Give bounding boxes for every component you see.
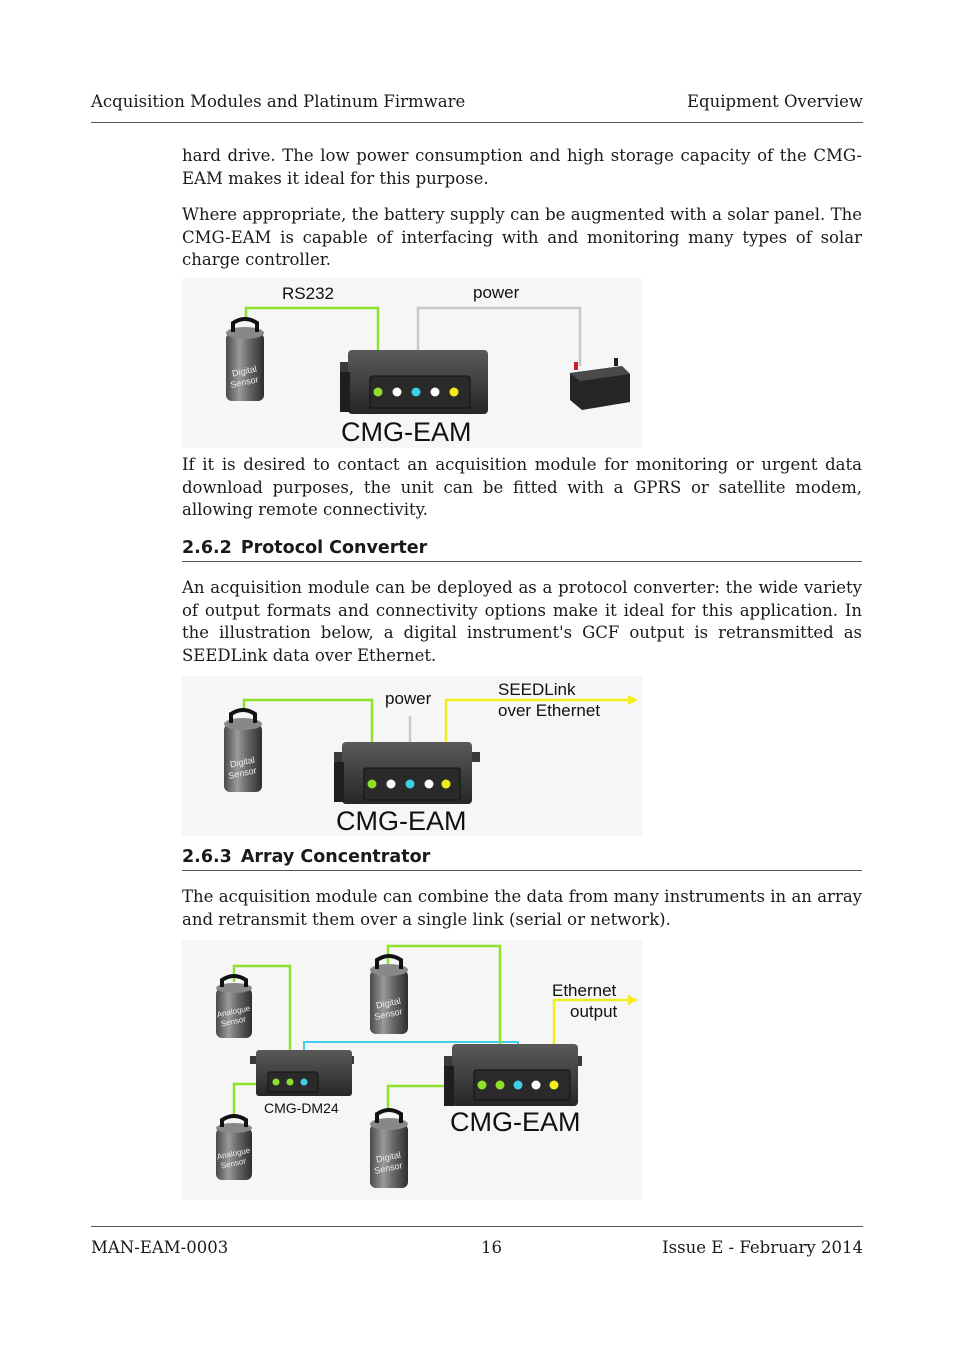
port-white — [430, 387, 440, 397]
cmg-eam-unit — [340, 350, 488, 414]
port-yellow — [549, 1080, 559, 1090]
paragraph-protocol: An acquisition module can be deployed as… — [182, 578, 862, 666]
seedlink-label-1: SEEDLink — [498, 680, 576, 699]
ethernet-label-1: Ethernet — [552, 981, 617, 1000]
port-cyan — [405, 779, 415, 789]
paragraph-remote: If it is desired to contact an acquisiti… — [182, 455, 862, 520]
port-green — [477, 1080, 487, 1090]
port-green — [367, 779, 377, 789]
battery — [570, 358, 630, 410]
port-cyan — [411, 387, 421, 397]
port-cyan — [513, 1080, 523, 1090]
paragraph-hard-drive: hard drive. The low power consumption an… — [182, 146, 862, 188]
dm24-label: CMG-DM24 — [264, 1100, 339, 1116]
digital-sensor-top: Digital Sensor — [370, 954, 408, 1034]
paragraph-solar: Where appropriate, the battery supply ca… — [182, 205, 862, 270]
port-white — [386, 779, 396, 789]
digital-sensor-bottom: Digital Sensor — [370, 1108, 408, 1188]
cmg-eam-unit — [444, 1044, 582, 1106]
page-footer: MAN-EAM-0003 16 Issue E - February 2014 — [91, 1226, 863, 1257]
analogue-sensor-top: Analogue Sensor — [216, 974, 252, 1038]
port-white — [424, 779, 434, 789]
cmg-eam-unit — [334, 742, 480, 804]
port-green — [272, 1078, 280, 1086]
rs232-label: RS232 — [282, 284, 334, 303]
port-green — [495, 1080, 505, 1090]
figure-array-concentrator: Analogue Sensor Analogue Sensor Digital … — [182, 940, 642, 1200]
port-green — [286, 1078, 294, 1086]
unit-label: CMG-EAM — [450, 1107, 581, 1137]
paragraph-array: The acquisition module can combine the d… — [182, 887, 862, 929]
arrow-icon — [628, 695, 638, 705]
port-white — [392, 387, 402, 397]
port-cyan — [300, 1078, 308, 1086]
port-white — [531, 1080, 541, 1090]
footer-doc-id: MAN-EAM-0003 — [91, 1238, 229, 1257]
section-title: Array Concentrator — [240, 847, 431, 867]
figure-protocol-converter: Digital Sensor power SEEDLink over Ether… — [182, 676, 642, 836]
header-right: Equipment Overview — [687, 92, 863, 111]
section-array-concentrator: 2.6.3 Array Concentrator — [182, 845, 862, 871]
section-protocol-converter: 2.6.2 Protocol Converter — [182, 536, 862, 562]
power-label: power — [385, 689, 432, 708]
analogue-sensor-bottom: Analogue Sensor — [216, 1114, 252, 1180]
page-header: Acquisition Modules and Platinum Firmwar… — [91, 90, 863, 123]
section-number: 2.6.3 — [182, 847, 232, 867]
arrow-icon — [628, 995, 638, 1005]
header-left: Acquisition Modules and Platinum Firmwar… — [91, 92, 466, 111]
cmg-dm24-unit — [250, 1050, 354, 1096]
port-yellow — [449, 387, 459, 397]
figure-battery-supply: Digital Sensor RS232 power CMG-EAM — [182, 278, 642, 448]
digital-sensor: Digital Sensor — [224, 708, 262, 792]
section-title: Protocol Converter — [240, 538, 428, 558]
ethernet-label-2: output — [570, 1002, 618, 1021]
section-number: 2.6.2 — [182, 538, 232, 558]
port-green — [373, 387, 383, 397]
digital-sensor: Digital Sensor — [226, 317, 264, 401]
footer-page-number: 16 — [481, 1238, 502, 1257]
unit-label: CMG-EAM — [336, 806, 467, 836]
unit-label: CMG-EAM — [341, 417, 472, 447]
seedlink-label-2: over Ethernet — [498, 701, 600, 720]
port-yellow — [441, 779, 451, 789]
power-label: power — [473, 283, 520, 302]
footer-issue: Issue E - February 2014 — [662, 1238, 863, 1257]
